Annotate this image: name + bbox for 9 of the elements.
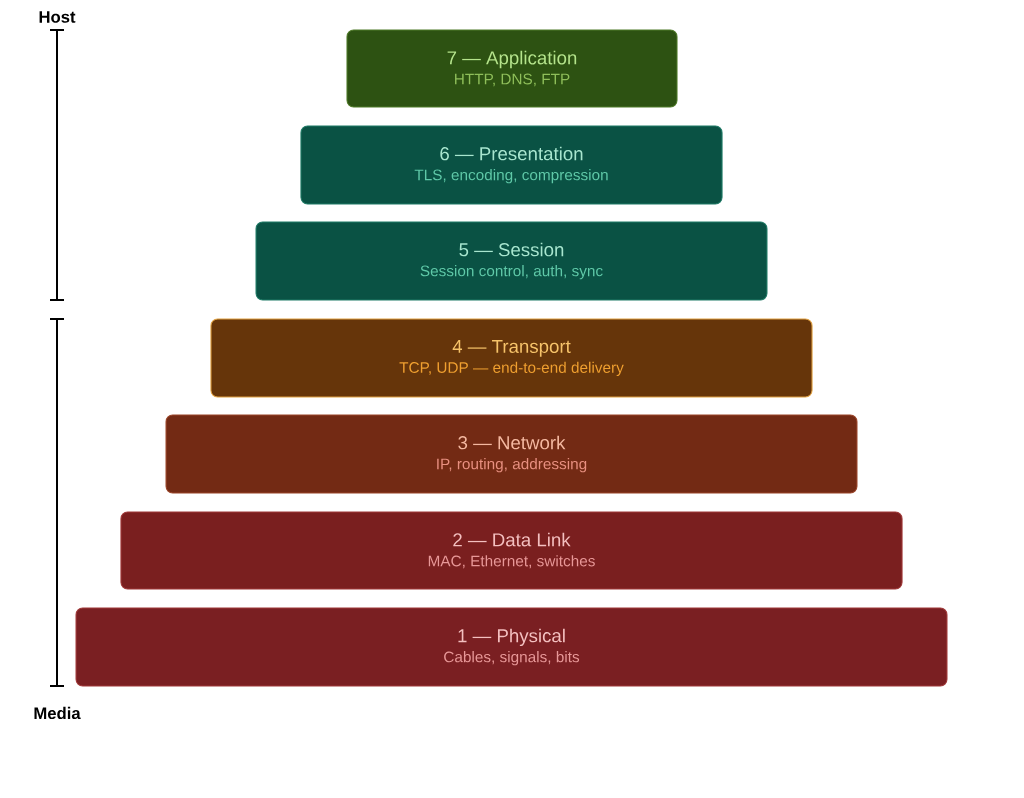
layer-box: 5 — Session Session control, auth, sync [255, 221, 768, 301]
layer-box: 4 — Transport TCP, UDP — end-to-end delivery [210, 318, 813, 398]
layer-box: 2 — Data Link MAC, Ethernet, switches [120, 511, 903, 590]
layer-box: 1 — Physical Cables, signals, bits [75, 607, 948, 687]
layer-box: 6 — Presentation TLS, encoding, compression [300, 125, 723, 205]
layer-box: 3 — Network IP, routing, addressing [165, 414, 858, 494]
layer-box: 7 — Application HTTP, DNS, FTP [346, 29, 678, 108]
axis-label: Host [39, 11, 76, 23]
axis-label: Media [34, 706, 81, 720]
